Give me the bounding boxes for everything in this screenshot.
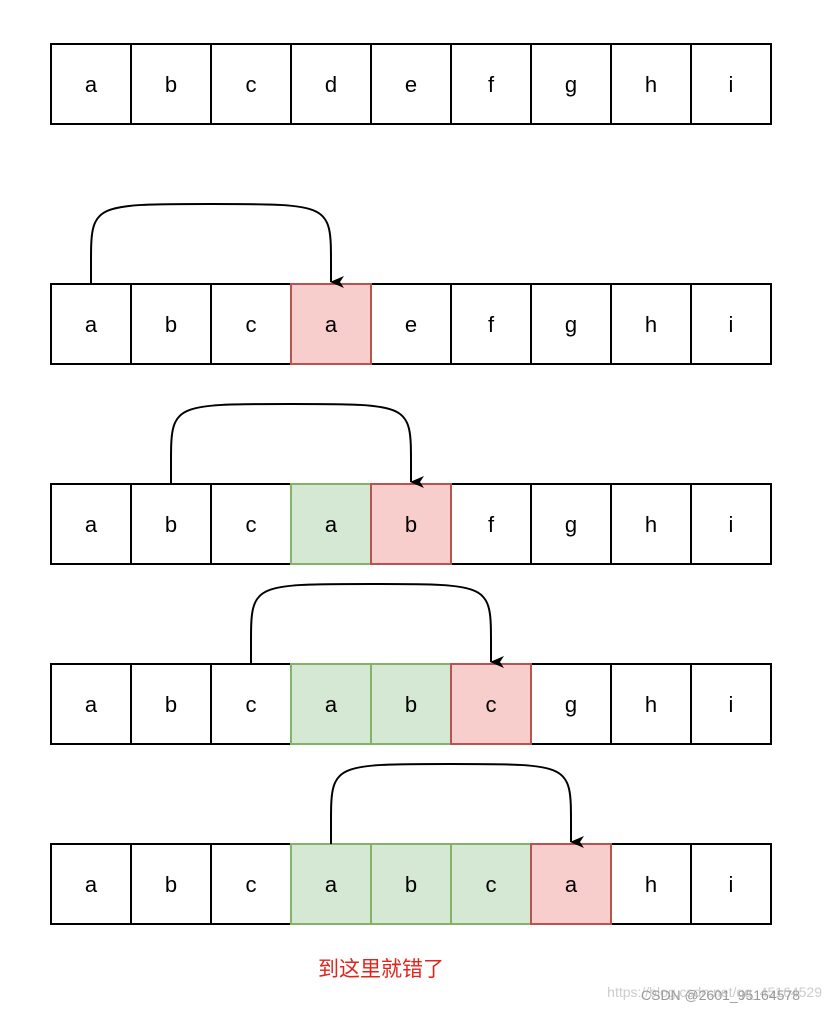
cell-label: b <box>165 312 177 337</box>
cell-label: a <box>85 512 98 537</box>
cell-label: b <box>165 72 177 97</box>
array-cell-current <box>370 483 452 565</box>
cell-label: f <box>488 512 495 537</box>
cell-label: h <box>645 692 657 717</box>
array-cell <box>130 843 212 925</box>
array-cell <box>610 843 692 925</box>
cell-label: c <box>246 312 257 337</box>
copy-arrow <box>250 583 504 668</box>
cell-label: a <box>85 692 98 717</box>
cell-label: e <box>405 72 417 97</box>
cell-label: h <box>645 872 657 897</box>
array-cell <box>450 483 532 565</box>
array-cell <box>690 843 772 925</box>
array-cell <box>610 283 692 365</box>
copy-arrow <box>330 763 584 848</box>
array-cell <box>50 483 132 565</box>
array-rows: a b c d e f g h i a b c e f g h i a a b c f g h i a b a b c g h i a b c a b c h… <box>50 43 772 925</box>
array-cell <box>50 843 132 925</box>
array-cell <box>130 663 212 745</box>
array-cell <box>690 483 772 565</box>
array-cell <box>370 283 452 365</box>
cell-label: a <box>325 512 338 537</box>
array-row: a b c d e f g h i <box>50 43 772 125</box>
cell-label: c <box>246 872 257 897</box>
array-cell <box>450 43 532 125</box>
cell-label: a <box>325 312 338 337</box>
cell-label: g <box>565 692 577 717</box>
cell-label: a <box>85 312 98 337</box>
array-cell-current <box>530 843 612 925</box>
array-cell <box>690 43 772 125</box>
array-cell <box>50 283 132 365</box>
cell-label: g <box>565 512 577 537</box>
cell-label: b <box>405 692 417 717</box>
cell-label: d <box>325 72 337 97</box>
cell-label: c <box>486 692 497 717</box>
cell-label: c <box>246 692 257 717</box>
array-cell <box>130 43 212 125</box>
cell-label: a <box>325 692 338 717</box>
cell-label: h <box>645 512 657 537</box>
cell-label: i <box>729 512 734 537</box>
cell-label: c <box>246 512 257 537</box>
array-cell <box>130 483 212 565</box>
array-cell <box>50 43 132 125</box>
cell-label: i <box>729 72 734 97</box>
cell-label: b <box>405 872 417 897</box>
cell-label: h <box>645 72 657 97</box>
cell-label: b <box>165 692 177 717</box>
array-cell <box>450 283 532 365</box>
array-cell <box>530 483 612 565</box>
cell-label: g <box>565 312 577 337</box>
error-caption: 到这里就错了 <box>318 957 444 981</box>
cell-label: f <box>488 312 495 337</box>
cell-label: b <box>165 872 177 897</box>
array-cell <box>690 283 772 365</box>
copy-arrow <box>90 203 344 288</box>
array-cell <box>210 283 292 365</box>
cell-label: i <box>729 312 734 337</box>
cell-label: g <box>565 72 577 97</box>
cell-label: a <box>85 72 98 97</box>
cell-label: a <box>325 872 338 897</box>
cell-label: e <box>405 312 417 337</box>
array-cell-current <box>450 663 532 745</box>
array-cell <box>530 663 612 745</box>
cell-label: f <box>488 72 495 97</box>
array-cell-copied <box>290 843 372 925</box>
cell-label: a <box>85 872 98 897</box>
array-cell-copied <box>290 663 372 745</box>
watermark-url: https://blog.csdn.net/qq_45164529 <box>607 984 822 1000</box>
watermark-author: CSDN @2601_95164578 <box>641 987 800 1003</box>
array-cell <box>50 663 132 745</box>
cell-label: i <box>729 872 734 897</box>
cell-label: b <box>405 512 417 537</box>
cell-label: a <box>565 872 578 897</box>
array-cell <box>610 43 692 125</box>
cell-label: c <box>246 72 257 97</box>
cell-label: b <box>165 512 177 537</box>
cell-label: c <box>486 872 497 897</box>
array-cell <box>370 43 452 125</box>
cell-label: h <box>645 312 657 337</box>
copy-arrow <box>170 403 424 488</box>
array-cell <box>210 43 292 125</box>
array-cell-copied <box>370 663 452 745</box>
array-cell <box>690 663 772 745</box>
array-cell-current <box>290 283 372 365</box>
array-cell <box>210 483 292 565</box>
array-cell <box>530 43 612 125</box>
cell-label: i <box>729 692 734 717</box>
